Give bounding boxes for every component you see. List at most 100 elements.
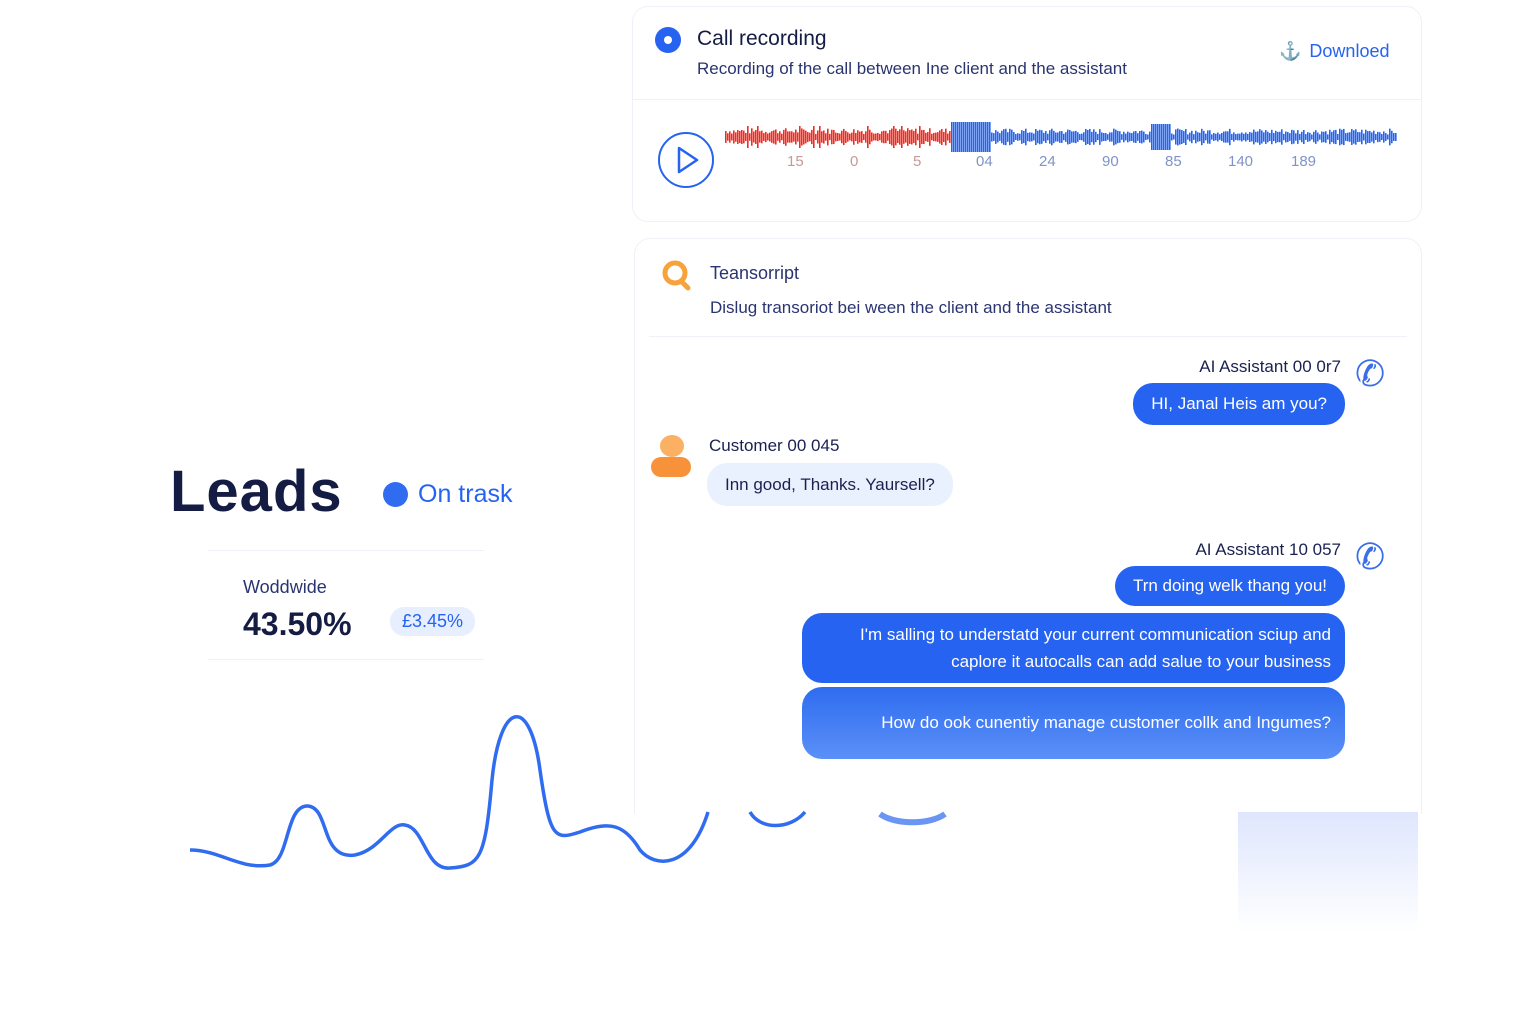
play-button[interactable]	[658, 132, 714, 188]
waveform-bar	[959, 122, 961, 152]
waveform-bar	[773, 130, 775, 144]
waveform-bar	[921, 130, 923, 144]
message-bubble: How do ook cunentiy manage customer coll…	[802, 687, 1345, 759]
waveform-bar	[743, 130, 745, 144]
waveform-bar	[947, 133, 949, 141]
waveform-bar	[1333, 130, 1335, 144]
waveform-bar	[1351, 129, 1353, 145]
waveform-bar	[1231, 133, 1233, 141]
waveform-bar	[1273, 132, 1275, 142]
waveform-bar	[1087, 129, 1089, 145]
waveform-bar	[1165, 124, 1167, 150]
timeline-tick-label: 90	[1102, 153, 1119, 170]
waveform-bar	[1205, 133, 1207, 141]
waveform-bar	[913, 130, 915, 144]
waveform-bar	[961, 122, 963, 152]
waveform-bar	[851, 132, 853, 142]
waveform-bar	[1123, 131, 1125, 143]
waveform-bar	[809, 132, 811, 142]
waveform-bar	[893, 126, 895, 148]
waveform-bar	[1129, 132, 1131, 142]
waveform-bar	[941, 129, 943, 145]
waveform-bar	[789, 131, 791, 143]
waveform-bar	[1193, 134, 1195, 140]
waveform-bar	[1103, 133, 1105, 141]
waveform-bar	[1203, 130, 1205, 144]
waveform-bar	[1053, 130, 1055, 144]
waveform-bar	[825, 133, 827, 141]
waveform-bar	[987, 122, 989, 152]
waveform-bar	[849, 133, 851, 141]
waveform-bar	[1071, 131, 1073, 143]
waveform-bar	[929, 128, 931, 146]
transcript-search-icon	[662, 260, 691, 291]
timeline-tick-label: 0	[850, 153, 859, 170]
waveform-bar	[1373, 130, 1375, 144]
waveform-bar	[1243, 133, 1245, 141]
waveform-bar	[889, 130, 891, 144]
waveform-bar	[1195, 130, 1197, 144]
waveform-bar	[1339, 128, 1341, 146]
assistant-avatar-phone-icon: ✆	[1355, 536, 1386, 577]
waveform-bar	[897, 131, 899, 143]
waveform-bar	[799, 126, 801, 148]
waveform-bar	[779, 131, 781, 143]
waveform-bar	[1069, 130, 1071, 144]
waveform-bar	[1007, 132, 1009, 142]
waveform-bar	[767, 133, 769, 141]
waveform-bar	[863, 133, 865, 141]
waveform-bar	[1015, 133, 1017, 141]
waveform-bar	[951, 122, 953, 152]
waveform-bar	[1253, 129, 1255, 145]
waveform-bar	[727, 133, 729, 141]
customer-avatar-icon	[651, 435, 693, 481]
waveform-bar	[1283, 133, 1285, 141]
waveform-bar	[1307, 132, 1309, 142]
waveform-bar	[1279, 131, 1281, 143]
waveform-bar	[857, 130, 859, 144]
waveform-bar	[1261, 130, 1263, 144]
message-bubble: HI, Janal Heis am you?	[1133, 383, 1345, 425]
waveform-bar	[1287, 131, 1289, 143]
waveform-bar	[1251, 132, 1253, 142]
waveform-bar	[1029, 132, 1031, 142]
waveform-bar	[1207, 130, 1209, 144]
waveform-bar	[871, 132, 873, 142]
waveform-bar	[1023, 130, 1025, 144]
waveform-bar	[1153, 124, 1155, 150]
waveform-bar	[795, 129, 797, 145]
waveform-bar	[835, 132, 837, 142]
recording-title: Call recording	[697, 27, 827, 50]
waveform-bar	[759, 131, 761, 143]
waveform-bar	[1131, 133, 1133, 141]
waveform-bar	[1233, 132, 1235, 142]
waveform-bar	[819, 126, 821, 148]
waveform-bar	[1229, 128, 1231, 146]
waveform-bar	[1321, 131, 1323, 143]
waveform-bar	[1245, 132, 1247, 142]
waveform-bar	[1041, 130, 1043, 144]
waveform-bar	[1099, 129, 1101, 145]
waveform-bar	[1215, 133, 1217, 141]
waveform-bar	[1107, 134, 1109, 140]
leads-title: Leads	[170, 459, 343, 524]
waveform-bar	[965, 122, 967, 152]
waveform-bar	[919, 126, 921, 148]
waveform-bar	[983, 122, 985, 152]
waveform-bar	[1189, 132, 1191, 142]
waveform-scrubber[interactable]	[725, 117, 1397, 187]
waveform-bar	[1093, 129, 1095, 145]
waveform-bar	[861, 131, 863, 143]
download-button[interactable]: ⚓ Downloed	[1279, 41, 1389, 62]
waveform-bar	[1159, 124, 1161, 150]
waveform-bar	[1291, 129, 1293, 145]
waveform-bar	[1221, 132, 1223, 142]
waveform-bar	[1013, 132, 1015, 142]
waveform-bar	[1121, 134, 1123, 140]
metric-region: Woddwide	[243, 577, 327, 597]
waveform-bar	[1133, 131, 1135, 143]
waveform-bar	[1197, 132, 1199, 142]
waveform-bar	[1323, 131, 1325, 143]
waveform-bar	[1329, 129, 1331, 145]
